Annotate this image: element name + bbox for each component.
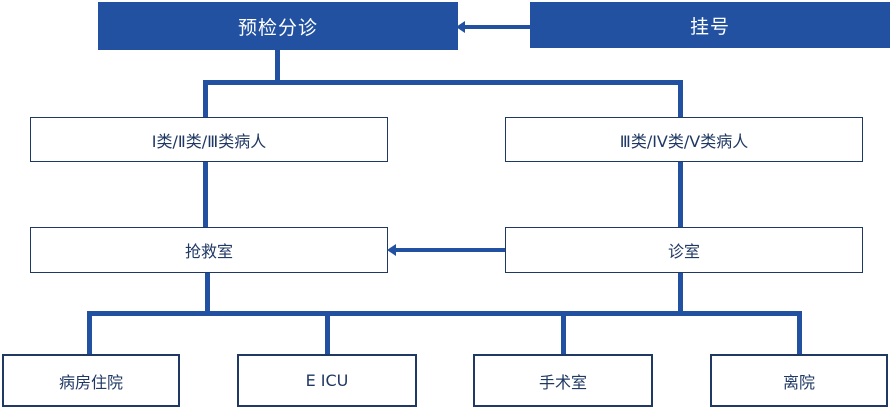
edge-pretriage-to-class345 bbox=[678, 80, 683, 117]
edge-to-eicu bbox=[325, 311, 330, 354]
edge-pretriage-branch-horizontal bbox=[203, 80, 683, 85]
edge-consult-to-rescue-line bbox=[396, 248, 505, 252]
edge-consult-room-stub bbox=[678, 273, 683, 313]
node-registration-label: 挂号 bbox=[689, 15, 730, 38]
node-consult-room: 诊室 bbox=[505, 227, 863, 273]
node-operating-room-label: 手术室 bbox=[538, 372, 587, 392]
node-rescue-room: 抢救室 bbox=[30, 227, 388, 273]
node-registration: 挂号 bbox=[530, 2, 890, 48]
node-consult-room-label: 诊室 bbox=[667, 242, 700, 261]
edge-registration-to-pretriage-line bbox=[465, 25, 530, 29]
edge-class345-to-consult-room bbox=[678, 162, 683, 227]
node-operating-room: 手术室 bbox=[473, 354, 653, 407]
edge-consult-to-rescue-arrowhead bbox=[387, 244, 396, 256]
edge-registration-to-pretriage-arrowhead bbox=[456, 21, 465, 33]
node-pretriage-label: 预检分诊 bbox=[237, 16, 318, 39]
node-discharge: 离院 bbox=[710, 354, 888, 407]
node-ward-admission: 病房住院 bbox=[2, 354, 180, 407]
edge-to-operating-room bbox=[561, 311, 566, 354]
edge-class123-to-rescue-room bbox=[203, 162, 208, 227]
node-class-1-2-3-label: Ⅰ类/Ⅱ类/Ⅲ类病人 bbox=[151, 131, 267, 151]
edge-pretriage-to-class123 bbox=[203, 80, 208, 117]
node-eicu: E ICU bbox=[237, 354, 417, 407]
node-rescue-room-label: 抢救室 bbox=[184, 242, 233, 261]
edge-outcome-branch-horizontal bbox=[87, 311, 802, 316]
edge-rescue-room-stub bbox=[205, 273, 210, 313]
node-ward-admission-label: 病房住院 bbox=[58, 372, 123, 392]
node-class-3-4-5-label: Ⅲ类/IV类/V类病人 bbox=[619, 131, 749, 151]
node-eicu-label: E ICU bbox=[305, 371, 349, 390]
node-pretriage: 预检分诊 bbox=[98, 2, 458, 50]
edge-pretriage-stub bbox=[275, 50, 280, 84]
edge-to-ward-admission bbox=[87, 311, 92, 354]
node-class-3-4-5-patients: Ⅲ类/IV类/V类病人 bbox=[505, 117, 863, 162]
edge-to-discharge bbox=[797, 311, 802, 354]
node-class-1-2-3-patients: Ⅰ类/Ⅱ类/Ⅲ类病人 bbox=[30, 117, 388, 162]
node-discharge-label: 离院 bbox=[782, 372, 815, 392]
